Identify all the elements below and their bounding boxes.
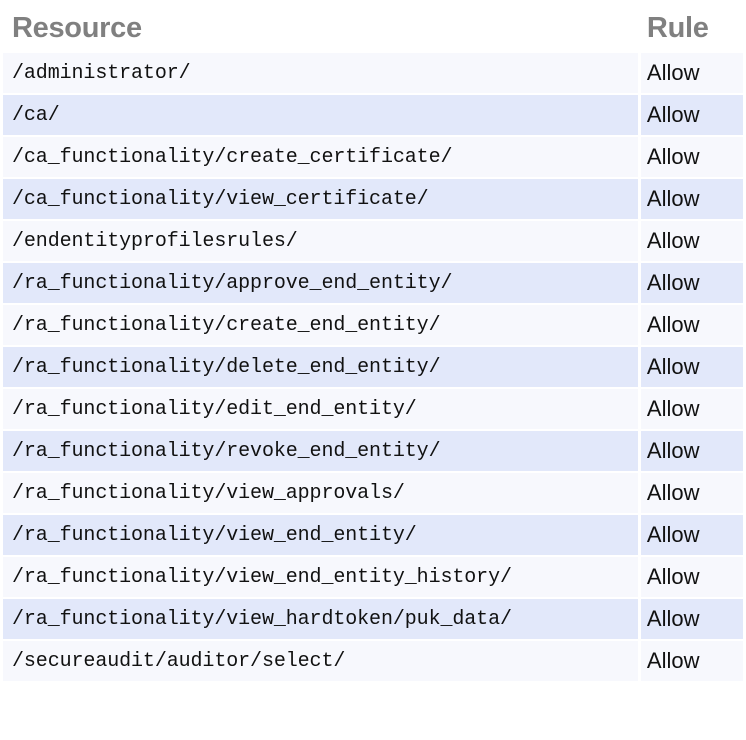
cell-rule: Allow [640,347,743,387]
cell-rule: Allow [640,305,743,345]
cell-rule: Allow [640,515,743,555]
table-row: /ra_functionality/approve_end_entity/All… [3,263,743,303]
table-row: /ca_functionality/view_certificate/Allow [3,179,743,219]
cell-resource: /ca_functionality/create_certificate/ [3,137,638,177]
column-header-rule: Rule [646,12,709,44]
cell-resource: /ra_functionality/revoke_end_entity/ [3,431,638,471]
cell-rule: Allow [640,95,743,135]
cell-resource: /ra_functionality/view_end_entity_histor… [3,557,638,597]
table-header: Resource Rule [3,2,743,51]
access-rules-table: Resource Rule /administrator/Allow/ca/Al… [3,2,743,681]
table-body: /administrator/Allow/ca/Allow/ca_functio… [3,53,743,681]
cell-resource: /administrator/ [3,53,638,93]
cell-rule: Allow [640,641,743,681]
table-row: /ra_functionality/view_end_entity_histor… [3,557,743,597]
cell-resource: /ca_functionality/view_certificate/ [3,179,638,219]
cell-resource: /ra_functionality/approve_end_entity/ [3,263,638,303]
cell-rule: Allow [640,137,743,177]
cell-resource: /ra_functionality/view_hardtoken/puk_dat… [3,599,638,639]
cell-resource: /ra_functionality/view_end_entity/ [3,515,638,555]
table-row: /ra_functionality/delete_end_entity/Allo… [3,347,743,387]
cell-rule: Allow [640,179,743,219]
table-row: /ra_functionality/revoke_end_entity/Allo… [3,431,743,471]
table-row: /ra_functionality/view_end_entity/Allow [3,515,743,555]
cell-resource: /ca/ [3,95,638,135]
cell-resource: /ra_functionality/view_approvals/ [3,473,638,513]
cell-rule: Allow [640,221,743,261]
cell-rule: Allow [640,557,743,597]
cell-resource: /ra_functionality/edit_end_entity/ [3,389,638,429]
cell-resource: /secureaudit/auditor/select/ [3,641,638,681]
cell-rule: Allow [640,389,743,429]
cell-resource: /ra_functionality/create_end_entity/ [3,305,638,345]
cell-rule: Allow [640,263,743,303]
cell-rule: Allow [640,53,743,93]
cell-rule: Allow [640,599,743,639]
table-row: /ca_functionality/create_certificate/All… [3,137,743,177]
cell-resource: /endentityprofilesrules/ [3,221,638,261]
table-row: /ra_functionality/view_hardtoken/puk_dat… [3,599,743,639]
table-row: /administrator/Allow [3,53,743,93]
cell-rule: Allow [640,431,743,471]
table-row: /ca/Allow [3,95,743,135]
table-row: /ra_functionality/create_end_entity/Allo… [3,305,743,345]
table-row: /secureaudit/auditor/select/Allow [3,641,743,681]
table-row: /endentityprofilesrules/Allow [3,221,743,261]
table-row: /ra_functionality/view_approvals/Allow [3,473,743,513]
column-header-resource: Resource [12,12,142,44]
cell-rule: Allow [640,473,743,513]
table-row: /ra_functionality/edit_end_entity/Allow [3,389,743,429]
table-header-row: Resource Rule [3,2,743,51]
cell-resource: /ra_functionality/delete_end_entity/ [3,347,638,387]
